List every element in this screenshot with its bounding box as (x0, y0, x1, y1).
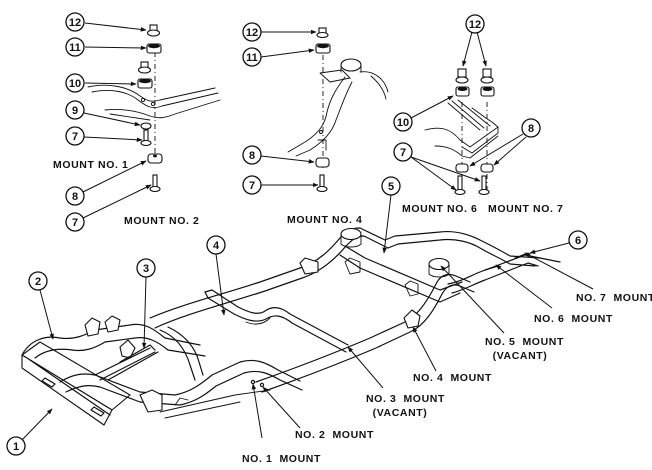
label-no-5-vacant: (VACANT) (493, 350, 548, 362)
svg-text:8: 8 (249, 150, 255, 162)
cushion-icon (315, 43, 331, 54)
bolt-icon (478, 175, 490, 196)
svg-text:10: 10 (69, 78, 81, 90)
callout-10: 10 (65, 73, 137, 93)
label-no-5-mount: NO. 5 MOUNT (485, 336, 564, 348)
spacer-icon (315, 157, 330, 168)
svg-text:11: 11 (69, 42, 81, 54)
bolt-icon (454, 175, 466, 196)
svg-text:8: 8 (528, 123, 534, 135)
svg-text:6: 6 (575, 235, 581, 247)
bolt-icon (455, 68, 470, 97)
svg-text:5: 5 (388, 181, 394, 193)
svg-text:3: 3 (143, 263, 149, 275)
svg-text:12: 12 (469, 19, 481, 31)
label-mount-no-1: MOUNT NO. 1 (53, 159, 128, 171)
label-mount-no-6: MOUNT NO. 6 (402, 203, 477, 215)
label-mount-no-4: MOUNT NO. 4 (287, 214, 362, 226)
callout-11: 11 (242, 47, 315, 67)
label-mount-no-7: MOUNT NO. 7 (488, 203, 563, 215)
svg-text:11: 11 (246, 52, 258, 64)
callout-8: 8 (65, 160, 147, 206)
callout-12: 12 (65, 12, 147, 32)
svg-text:1: 1 (13, 441, 19, 453)
callout-6: 6 (529, 230, 588, 254)
vehicle-frame (21, 227, 561, 426)
detail-mount-1-2: 12 11 10 9 7 8 7 (53, 12, 221, 232)
bolt-icon (480, 68, 495, 97)
label-mount-no-2: MOUNT NO. 2 (124, 215, 199, 227)
svg-text:7: 7 (72, 131, 78, 143)
callout-7: 7 (65, 184, 152, 232)
bolt-icon (316, 27, 329, 39)
svg-text:8: 8 (72, 191, 78, 203)
callout-9: 9 (65, 100, 141, 127)
label-no-3-mount: NO. 3 MOUNT (366, 393, 445, 405)
label-no-1-mount: NO. 1 MOUNT (242, 453, 321, 465)
label-no-4-mount: NO. 4 MOUNT (413, 372, 492, 384)
callout-12: 12 (242, 22, 317, 42)
svg-text:12: 12 (69, 17, 81, 29)
detail-mount-6-7: 12 10 8 7 MOUNT NO. 6 MOUNT NO. 7 (393, 14, 563, 215)
svg-text:9: 9 (72, 105, 78, 117)
svg-text:7: 7 (249, 180, 255, 192)
bolt-icon (140, 129, 152, 147)
callout-5: 5 (381, 176, 401, 254)
frame-mount-labels: NO. 1 MOUNT NO. 2 MOUNT NO. 3 MOUNT (VAC… (242, 252, 652, 465)
washer-icon (140, 122, 152, 130)
spacer-icon (147, 153, 163, 164)
callout-8: 8 (469, 118, 541, 167)
callout-11: 11 (65, 37, 147, 57)
svg-text:4: 4 (213, 240, 220, 252)
callout-10: 10 (393, 95, 454, 132)
detail-mount-4: 12 11 8 7 MOUNT NO. 4 (242, 22, 389, 226)
cushion-icon (137, 61, 153, 89)
bolt-icon (149, 174, 161, 193)
bolt-icon (146, 24, 161, 37)
label-no-7-mount: NO. 7 MOUNT (576, 292, 652, 304)
cushion-icon (146, 43, 162, 54)
callout-7: 7 (393, 142, 481, 191)
callout-4: 4 (206, 235, 226, 316)
label-no-6-mount: NO. 6 MOUNT (534, 313, 613, 325)
label-no-3-vacant: (VACANT) (373, 407, 428, 419)
callout-1: 1 (6, 408, 53, 456)
svg-text:7: 7 (400, 147, 406, 159)
callout-7: 7 (65, 126, 143, 146)
callout-2: 2 (28, 271, 54, 340)
spacer-icon (480, 163, 494, 173)
spacer-icon (455, 163, 469, 173)
callout-7: 7 (242, 175, 319, 195)
label-no-2-mount: NO. 2 MOUNT (295, 429, 374, 441)
bolt-icon (316, 174, 328, 193)
callout-12: 12 (462, 14, 487, 67)
svg-text:7: 7 (72, 217, 78, 229)
svg-text:10: 10 (397, 117, 409, 129)
callout-3: 3 (136, 258, 156, 349)
callout-8: 8 (242, 145, 315, 165)
svg-text:2: 2 (35, 276, 41, 288)
svg-text:12: 12 (246, 27, 258, 39)
